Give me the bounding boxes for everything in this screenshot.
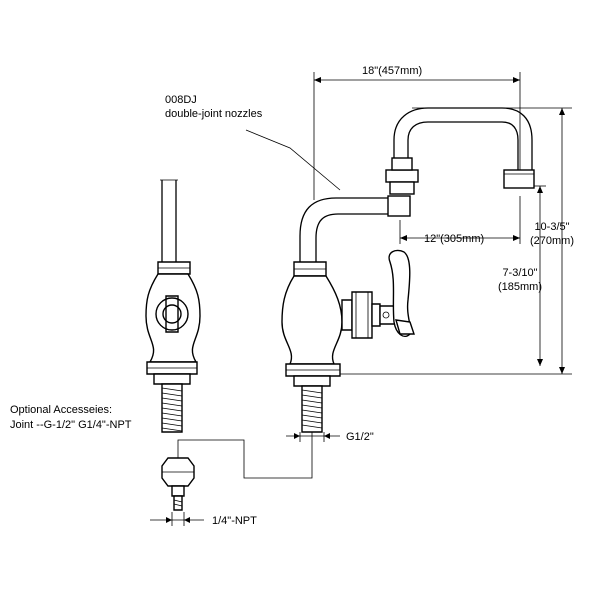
dimension-lines xyxy=(150,72,572,526)
optional-joint-spec: Joint --G-1/2" G1/4"-NPT xyxy=(10,419,132,431)
inlet-thread-label: G1/2" xyxy=(346,431,374,443)
dim-spout-height-in: 7-3/10" xyxy=(502,267,537,279)
optional-joint xyxy=(161,457,195,511)
faucet-side-view xyxy=(145,179,201,433)
faucet-front-view xyxy=(281,107,535,433)
model-label: 008DJ xyxy=(165,94,197,106)
dim-total-reach: 18"(457mm) xyxy=(362,65,422,77)
dim-spout-height-mm: (185mm) xyxy=(498,281,542,293)
dim-total-height-mm: (270mm) xyxy=(530,235,574,247)
dim-total-height-in: 10-3/5" xyxy=(534,221,569,233)
model-description: double-joint nozzles xyxy=(165,108,263,120)
optional-accessories-title: Optional Accesseies: xyxy=(10,404,112,416)
npt-thread-label: 1/4"-NPT xyxy=(212,515,257,527)
dim-nozzle-reach: 12"(305mm) xyxy=(424,233,484,245)
connection-line xyxy=(177,432,313,479)
model-leader-line xyxy=(245,129,341,191)
